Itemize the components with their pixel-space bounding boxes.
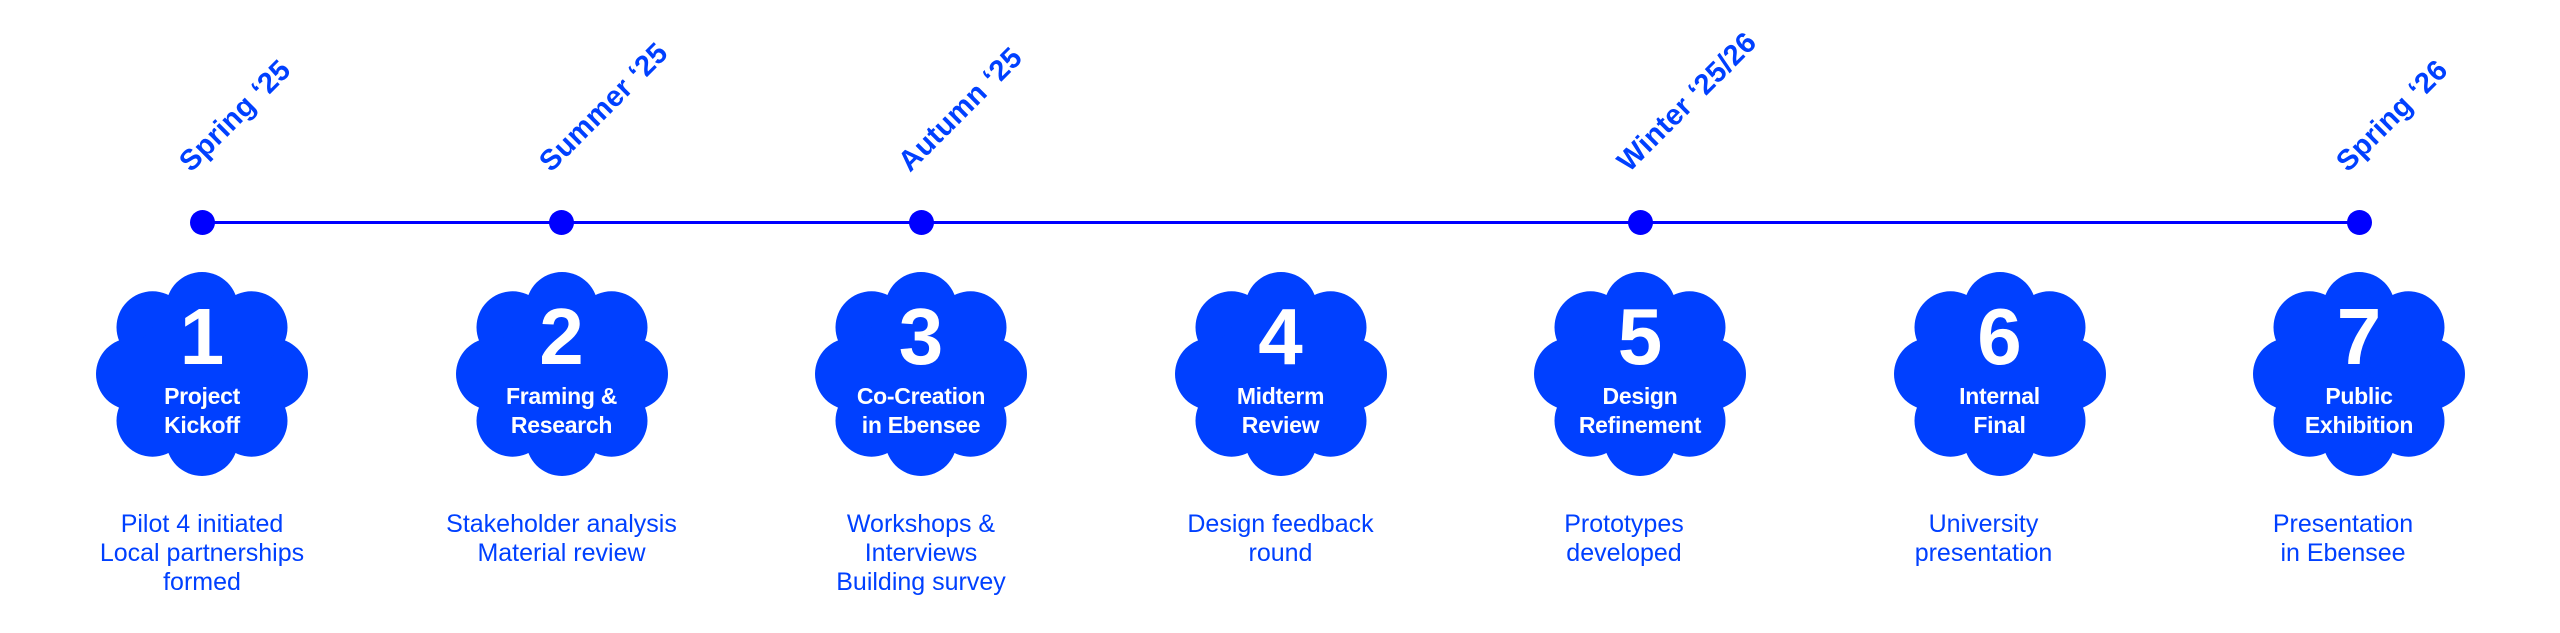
stage-title: Co-Creation in Ebensee xyxy=(814,382,1028,440)
timeline-dot xyxy=(189,210,215,235)
timeline-dot xyxy=(2346,210,2372,235)
stage-description-line: Stakeholder analysis xyxy=(446,510,677,538)
stage-number: 1 xyxy=(179,292,225,381)
stage-number: 3 xyxy=(898,292,944,381)
stage-number: 5 xyxy=(1617,292,1663,381)
stage-title-line: Review xyxy=(1241,412,1320,438)
flower-shape-icon xyxy=(1893,272,2106,476)
stage-description-line: Material review xyxy=(477,539,646,567)
stage-number: 6 xyxy=(1977,292,2022,381)
flower-shape-icon xyxy=(815,272,1027,476)
season-label: Spring ‘26 xyxy=(2330,54,2455,178)
stage-title-line: Exhibition xyxy=(2304,412,2414,438)
flower-shape-icon xyxy=(455,272,668,476)
stage-title-line: Research xyxy=(510,412,613,438)
season-label: Summer ‘25 xyxy=(532,36,674,178)
stage-description-line: Building survey xyxy=(836,568,1006,596)
stage-description-line: formed xyxy=(163,568,241,596)
stage-title-line: Design xyxy=(1602,383,1678,409)
stage-number: 2 xyxy=(539,292,584,381)
timeline-dot xyxy=(908,210,934,235)
timeline-dot xyxy=(1627,210,1653,235)
stage-title-line: in Ebensee xyxy=(861,412,981,438)
stage-title-line: Public xyxy=(2325,383,2393,409)
stage-description-line: Workshops & xyxy=(846,510,996,538)
stage-description-line: University xyxy=(1928,510,2039,538)
stage-description-line: round xyxy=(1248,539,1313,567)
stage-title-line: Refinement xyxy=(1578,412,1702,438)
stage-description-line: Prototypes xyxy=(1564,510,1684,538)
stage-title-line: Co-Creation xyxy=(856,383,986,409)
stage-description-line: Presentation xyxy=(2272,510,2414,538)
stage-description-line: developed xyxy=(1566,539,1682,567)
flower-shape-icon xyxy=(1174,272,1387,476)
stage-title-line: Final xyxy=(1973,412,2026,438)
stage-title-line: Internal xyxy=(1959,383,2040,409)
season-label: Winter ‘25/26 xyxy=(1611,26,1764,178)
stage-number: 4 xyxy=(1258,292,1303,381)
stage-description-line: Local partnerships xyxy=(99,539,305,567)
stage-title: Framing & Research xyxy=(455,382,669,440)
stage-title-line: Framing & xyxy=(505,383,618,409)
stage-description-line: Design feedback xyxy=(1187,510,1374,538)
stage-description-line: Interviews xyxy=(864,539,978,567)
flower-shape-icon xyxy=(1534,272,1746,476)
stage-description-line: presentation xyxy=(1914,539,2053,567)
stage-description-line: Pilot 4 initiated xyxy=(120,510,284,538)
flower-shape-icon xyxy=(96,272,308,476)
stage-description-line: in Ebensee xyxy=(2280,539,2406,567)
stage-title-line: Project xyxy=(164,383,240,409)
stage-number: 7 xyxy=(2336,292,2382,381)
stage-title-line: Kickoff xyxy=(164,412,240,438)
season-label: Autumn ‘25 xyxy=(892,41,1029,178)
timeline-dot xyxy=(549,210,574,235)
season-label: Spring ‘25 xyxy=(173,54,298,178)
flower-shape-icon xyxy=(2253,272,2465,476)
timeline-line xyxy=(202,221,2359,224)
stage-title-line: Midterm xyxy=(1236,383,1325,409)
